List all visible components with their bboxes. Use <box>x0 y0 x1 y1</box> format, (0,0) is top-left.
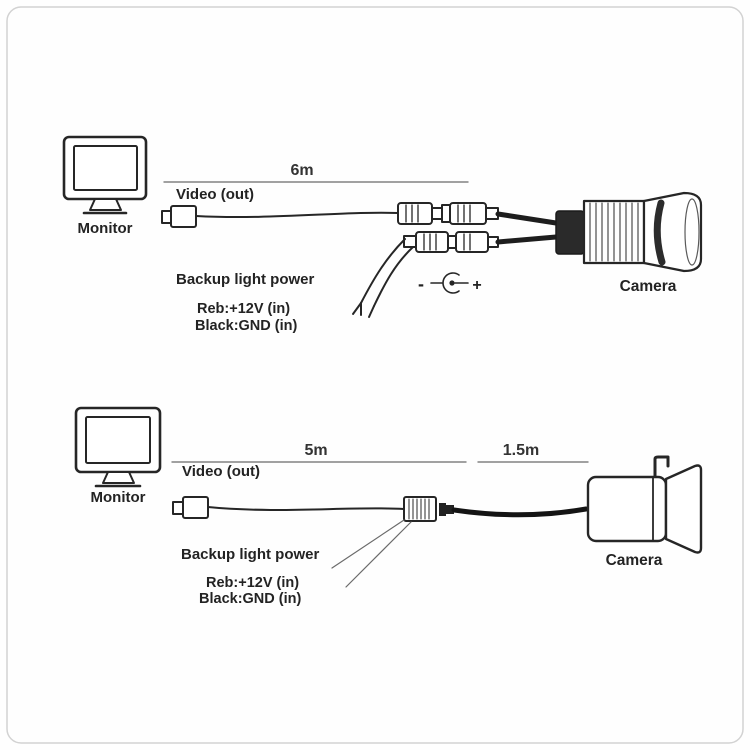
polarity-plus-label: + <box>472 277 481 294</box>
threaded-coupler-icon <box>403 496 454 522</box>
power-black-label: Black:GND (in) <box>199 591 301 607</box>
camera-video-pigtail <box>495 211 559 226</box>
leader-lines <box>331 519 412 588</box>
monitor-icon <box>74 406 162 488</box>
rca-coupler-video-icon <box>397 202 499 225</box>
backup-power-label: Backup light power <box>176 271 315 288</box>
camera-power-pigtail <box>495 234 559 245</box>
video-cable <box>207 506 405 511</box>
power-red-label: Reb:+12V (in) <box>206 575 299 591</box>
video-out-label: Video (out) <box>182 463 260 480</box>
camera-label: Camera <box>606 552 663 569</box>
video-out-label: Video (out) <box>176 186 254 203</box>
power-red-label: Reb:+12V (in) <box>197 301 290 317</box>
diagram-top-6m-kit: Monitor 6m Video (out) <box>62 135 703 334</box>
polarity-symbol-icon <box>430 272 469 294</box>
monitor-label: Monitor <box>91 489 146 506</box>
power-black-label: Black:GND (in) <box>195 318 297 334</box>
dimension-1-5m-label: 1.5m <box>503 442 539 459</box>
dimension-5m-label: 5m <box>304 442 327 459</box>
backup-power-label: Backup light power <box>181 546 320 563</box>
rca-plug-icon <box>172 496 209 519</box>
diagram-bottom-5m-kit: Monitor 5m 1.5m Video (out) <box>74 406 703 607</box>
polarity-minus-label: - <box>418 274 424 294</box>
dimension-6m-label: 6m <box>290 162 313 179</box>
monitor-label: Monitor <box>78 220 133 237</box>
camera-label: Camera <box>620 278 677 295</box>
backup-power-wires <box>352 238 414 318</box>
video-cable <box>195 211 399 219</box>
camera-icon <box>555 191 703 273</box>
page-border <box>6 6 744 744</box>
camera-tail-cable <box>451 506 589 518</box>
monitor-icon <box>62 135 148 215</box>
rca-plug-icon <box>161 205 197 228</box>
camera-icon <box>586 455 703 554</box>
rca-coupler-power-icon <box>403 231 499 253</box>
